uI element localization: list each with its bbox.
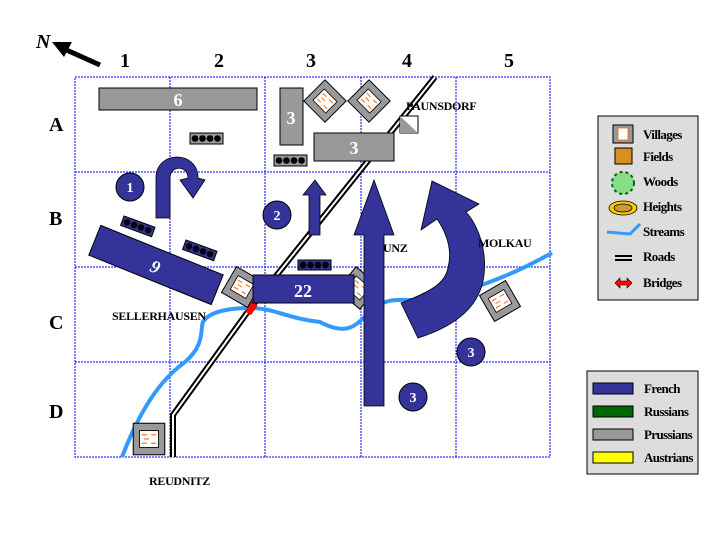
french-battery-icon [182,239,218,262]
village-icon [347,79,391,123]
prussians-swatch [592,428,634,441]
woods-icon [611,171,635,195]
russians-swatch [592,405,634,418]
place-sellerhausen: SELLERHAUSEN [112,309,206,323]
row-label-c: C [49,312,63,334]
prussian-battery-icon [273,154,308,167]
stream-icon [606,222,642,236]
french-uturn-arrow-icon [155,156,206,219]
svg-text:3: 3 [287,108,296,128]
row-label-b: B [49,208,62,230]
bridge-icon [245,301,258,316]
column-label-5: 5 [504,50,514,72]
road-icon [615,255,632,261]
svg-text:6: 6 [174,90,183,110]
french-unit-9: 9 [88,224,224,306]
road [170,75,438,457]
french-main-advance-arrow-icon [353,178,395,407]
place-reudnitz: REUDNITZ [149,474,210,488]
svg-text:Woods: Woods [643,174,678,189]
austrians-swatch [592,451,634,464]
move-marker-2: 2 [262,200,292,230]
village-icon [132,422,166,456]
column-label-4: 4 [402,50,412,72]
column-label-1: 1 [120,50,130,72]
north-arrow-icon: N [35,31,102,68]
army-legend: French Russians Prussians Austrians [586,370,699,475]
svg-text:2: 2 [274,209,281,224]
prussian-unit-6: 6 [98,87,258,111]
svg-text:Bridges: Bridges [643,275,682,290]
svg-text:Russians: Russians [644,404,689,419]
svg-text:22: 22 [294,281,312,301]
move-marker-3-right: 3 [456,337,486,367]
svg-text:3: 3 [468,346,475,361]
fields-icon [614,147,633,165]
french-advance-arrow-icon [302,179,327,236]
bridge-icon [614,277,633,289]
column-label-3: 3 [306,50,316,72]
row-label-a: A [49,114,64,136]
village-icon [303,79,347,123]
svg-text:Roads: Roads [643,249,675,264]
svg-text:Heights: Heights [643,199,682,214]
column-label-2: 2 [214,50,224,72]
village-icon [479,280,521,322]
french-swatch [592,382,634,395]
prussian-battery-icon [189,132,224,145]
svg-text:French: French [644,381,681,396]
place-paunsdorf: PAUNSDORF [406,99,476,113]
prussian-unit-3-horizontal: 3 [313,132,395,162]
french-battery-icon [297,259,332,271]
village-icon [612,124,634,144]
french-unit-22: 22 [252,274,355,304]
move-marker-3-bottom: 3 [398,382,428,412]
place-unz: UNZ [383,241,408,255]
french-curved-arrow-icon [400,180,485,339]
move-marker-1: 1 [115,172,145,202]
place-molkau: MOLKAU [478,236,532,250]
prussian-unit-3-vertical: 3 [279,87,304,146]
svg-text:Fields: Fields [643,149,673,164]
svg-text:Streams: Streams [643,224,685,239]
svg-text:Austrians: Austrians [644,450,693,465]
heights-icon [608,200,638,216]
svg-text:3: 3 [350,138,359,158]
north-label: N [35,31,52,53]
svg-text:Prussians: Prussians [644,427,693,442]
french-battery-icon [120,215,156,238]
paunsdorf-marker-icon [399,115,419,134]
svg-text:1: 1 [127,181,134,196]
svg-text:3: 3 [410,391,417,406]
svg-text:Villages: Villages [643,127,682,142]
terrain-legend: Villages Fields Woods Heights Streams Ro… [597,115,699,301]
row-label-d: D [49,401,63,423]
